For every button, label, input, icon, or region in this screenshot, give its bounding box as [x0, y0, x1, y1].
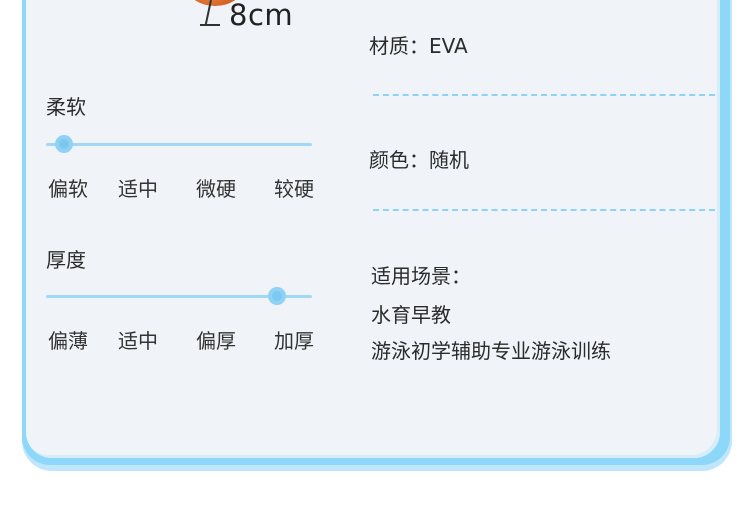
thickness-scale: 偏薄 适中 偏厚 加厚: [46, 325, 326, 353]
divider-2: [373, 209, 715, 211]
spec-card: [26, 0, 720, 458]
softness-tick-1: 偏软: [48, 177, 88, 201]
softness-track: [46, 143, 312, 146]
thickness-thumb: [267, 287, 286, 305]
softness-thumb: [55, 135, 73, 153]
divider-1: [373, 94, 715, 96]
thickness-track: [46, 295, 312, 298]
material-spec: 材质：EVA: [369, 34, 468, 58]
usage-line-1: 水育早教: [371, 303, 451, 327]
thickness-tick-4: 加厚: [274, 329, 314, 353]
color-spec: 颜色：随机: [369, 148, 469, 172]
thickness-tick-1: 偏薄: [48, 329, 88, 353]
usage-title: 适用场景：: [371, 264, 471, 288]
softness-title: 柔软: [46, 95, 86, 119]
softness-scale: 偏软 适中 微硬 较硬: [46, 173, 326, 201]
dimension-tick: [200, 24, 220, 26]
usage-line-2: 游泳初学辅助专业游泳训练: [371, 339, 611, 363]
thickness-tick-3: 偏厚: [196, 329, 236, 353]
product-image-fragment: [188, 0, 242, 6]
softness-tick-2: 适中: [118, 177, 158, 201]
thickness-title: 厚度: [46, 248, 86, 272]
dimension-label: 8cm: [229, 0, 294, 32]
thickness-tick-2: 适中: [118, 329, 158, 353]
softness-tick-3: 微硬: [196, 177, 236, 201]
softness-tick-4: 较硬: [274, 177, 314, 201]
